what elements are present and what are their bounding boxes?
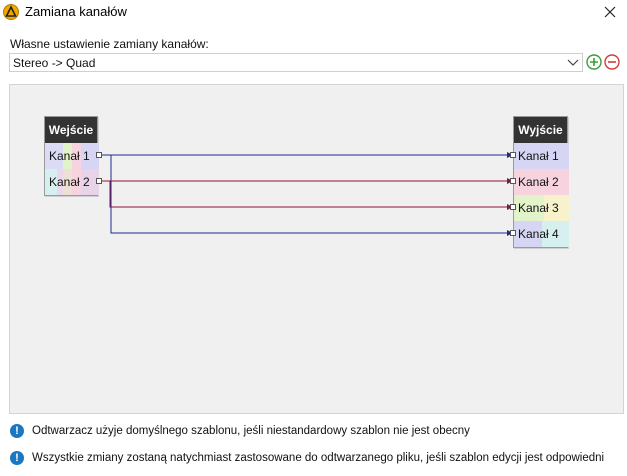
output-port-3-connector[interactable] — [510, 204, 516, 210]
input-node-title: Wejście — [45, 117, 97, 143]
input-port-2[interactable]: Kanał 2 — [45, 169, 97, 195]
output-node-title: Wyjście — [514, 117, 567, 143]
output-port-3[interactable]: Kanał 3 — [514, 195, 567, 221]
input-port-label: Kanał 2 — [49, 175, 90, 189]
title-bar: Zamiana kanałów — [0, 0, 627, 26]
output-port-label: Kanał 4 — [518, 227, 559, 241]
input-port-2-connector[interactable] — [96, 178, 102, 184]
window-title: Zamiana kanałów — [25, 4, 127, 19]
input-port-label: Kanał 1 — [49, 149, 90, 163]
output-port-2-connector[interactable] — [510, 178, 516, 184]
notice-apply-changes: ! Wszystkie zmiany zostaną natychmiast z… — [10, 449, 604, 467]
close-icon — [604, 6, 616, 18]
input-port-1-connector[interactable] — [96, 152, 102, 158]
info-icon: ! — [10, 424, 24, 438]
notice-default-template: ! Odtwarzacz użyje domyślnego szablonu, … — [10, 422, 470, 440]
output-port-label: Kanał 3 — [518, 201, 559, 215]
output-port-2[interactable]: Kanał 2 — [514, 169, 567, 195]
remove-preset-button[interactable] — [604, 54, 620, 70]
output-port-4-connector[interactable] — [510, 230, 516, 236]
close-button[interactable] — [599, 2, 621, 22]
chevron-down-icon — [567, 59, 579, 66]
notice-text: Wszystkie zmiany zostaną natychmiast zas… — [32, 452, 605, 464]
output-port-1-connector[interactable] — [510, 152, 516, 158]
output-port-label: Kanał 1 — [518, 149, 559, 163]
wire-in2-out3[interactable] — [100, 180, 513, 208]
info-icon: ! — [10, 451, 24, 465]
channel-routing-canvas: Wejście Kanał 1 Kanał 2 Wyjście — [9, 84, 624, 414]
preset-label: Własne ustawienie zamiany kanałów: — [10, 37, 209, 51]
input-port-1[interactable]: Kanał 1 — [45, 143, 97, 169]
output-node[interactable]: Wyjście Kanał 1 Kanał 2 Kanał 3 Kanał 4 — [513, 116, 569, 248]
app-logo-icon — [3, 4, 19, 20]
connection-wires — [100, 152, 513, 236]
input-node[interactable]: Wejście Kanał 1 Kanał 2 — [44, 116, 99, 196]
preset-dropdown[interactable]: Stereo -> Quad — [9, 53, 583, 72]
output-port-label: Kanał 2 — [518, 175, 559, 189]
output-port-4[interactable]: Kanał 4 — [514, 221, 567, 247]
wire-in1-out4[interactable] — [100, 154, 513, 234]
notice-text: Odtwarzacz użyje domyślnego szablonu, je… — [32, 425, 470, 437]
output-port-1[interactable]: Kanał 1 — [514, 143, 567, 169]
preset-selected-value: Stereo -> Quad — [13, 56, 96, 70]
add-preset-button[interactable] — [586, 54, 602, 70]
